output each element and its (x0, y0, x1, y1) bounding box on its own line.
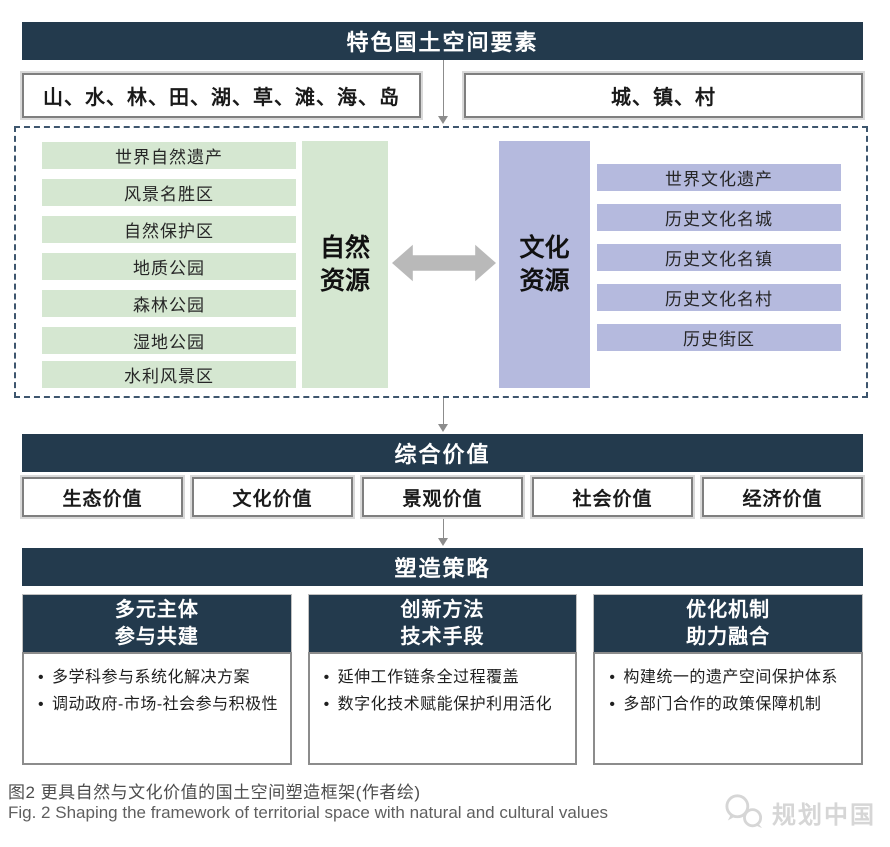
natural-elements-box: 山、水、林、田、湖、草、滩、海、岛 (22, 73, 421, 118)
strategy-column-header: 优化机制 助力融合 (593, 594, 864, 652)
value-boxes-row: 生态价值 文化价值 景观价值 社会价值 经济价值 (22, 477, 863, 517)
natural-item: 世界自然遗产 (42, 142, 296, 169)
natural-item: 风景名胜区 (42, 179, 296, 206)
cultural-item: 历史文化名村 (597, 284, 841, 311)
cultural-item: 历史文化名城 (597, 204, 841, 231)
value-box: 文化价值 (192, 477, 353, 517)
double-arrow-icon (392, 244, 496, 282)
top-banner-title: 特色国土空间要素 (22, 22, 863, 60)
strategy-column-body: 多学科参与系统化解决方案 调动政府-市场-社会参与积极性 (22, 652, 292, 765)
natural-item: 湿地公园 (42, 327, 296, 354)
resources-panel: 世界自然遗产 风景名胜区 自然保护区 地质公园 森林公园 湿地公园 水利风景区 … (14, 126, 868, 398)
strategy-bullet: 构建统一的遗产空间保护体系 (601, 666, 853, 689)
strategy-banner-title: 塑造策略 (22, 548, 863, 586)
cultural-item: 历史街区 (597, 324, 841, 351)
natural-item: 地质公园 (42, 253, 296, 280)
strategy-column-header: 多元主体 参与共建 (22, 594, 292, 652)
value-box: 生态价值 (22, 477, 183, 517)
strategy-column-body: 构建统一的遗产空间保护体系 多部门合作的政策保障机制 (593, 652, 864, 765)
value-box: 经济价值 (702, 477, 863, 517)
strategy-column-mechanism: 优化机制 助力融合 构建统一的遗产空间保护体系 多部门合作的政策保障机制 (593, 594, 864, 765)
cultural-item: 世界文化遗产 (597, 164, 841, 191)
strategy-column-innovation: 创新方法 技术手段 延伸工作链条全过程覆盖 数字化技术赋能保护利用活化 (307, 594, 578, 765)
planning-china-logo: 规划中国 (722, 793, 876, 831)
strategy-bullet: 数字化技术赋能保护利用活化 (316, 693, 568, 716)
figure-caption-zh: 图2 更具自然与文化价值的国土空间塑造框架(作者绘) (8, 783, 421, 802)
natural-item: 自然保护区 (42, 216, 296, 243)
value-box: 景观价值 (362, 477, 523, 517)
value-box: 社会价值 (532, 477, 693, 517)
strategy-bullet: 延伸工作链条全过程覆盖 (316, 666, 568, 689)
cultural-resources-label: 文化 资源 (499, 141, 590, 388)
strategy-column-body: 延伸工作链条全过程覆盖 数字化技术赋能保护利用活化 (307, 652, 578, 765)
strategy-columns: 多元主体 参与共建 多学科参与系统化解决方案 调动政府-市场-社会参与积极性 创… (22, 594, 864, 765)
natural-item: 森林公园 (42, 290, 296, 317)
strategy-bullet: 调动政府-市场-社会参与积极性 (30, 693, 282, 716)
settlement-elements-box: 城、镇、村 (464, 73, 863, 118)
strategy-column-participation: 多元主体 参与共建 多学科参与系统化解决方案 调动政府-市场-社会参与积极性 (22, 594, 292, 765)
strategy-column-header: 创新方法 技术手段 (307, 594, 578, 652)
value-banner-title: 综合价值 (22, 434, 863, 472)
natural-resources-label: 自然 资源 (302, 141, 388, 388)
strategy-bullet: 多部门合作的政策保障机制 (601, 693, 853, 716)
cultural-item: 历史文化名镇 (597, 244, 841, 271)
natural-item: 水利风景区 (42, 361, 296, 388)
logo-text: 规划中国 (772, 801, 876, 829)
strategy-bullet: 多学科参与系统化解决方案 (30, 666, 282, 689)
chat-bubbles-icon (725, 794, 763, 829)
figure-caption-en: Fig. 2 Shaping the framework of territor… (8, 803, 609, 822)
